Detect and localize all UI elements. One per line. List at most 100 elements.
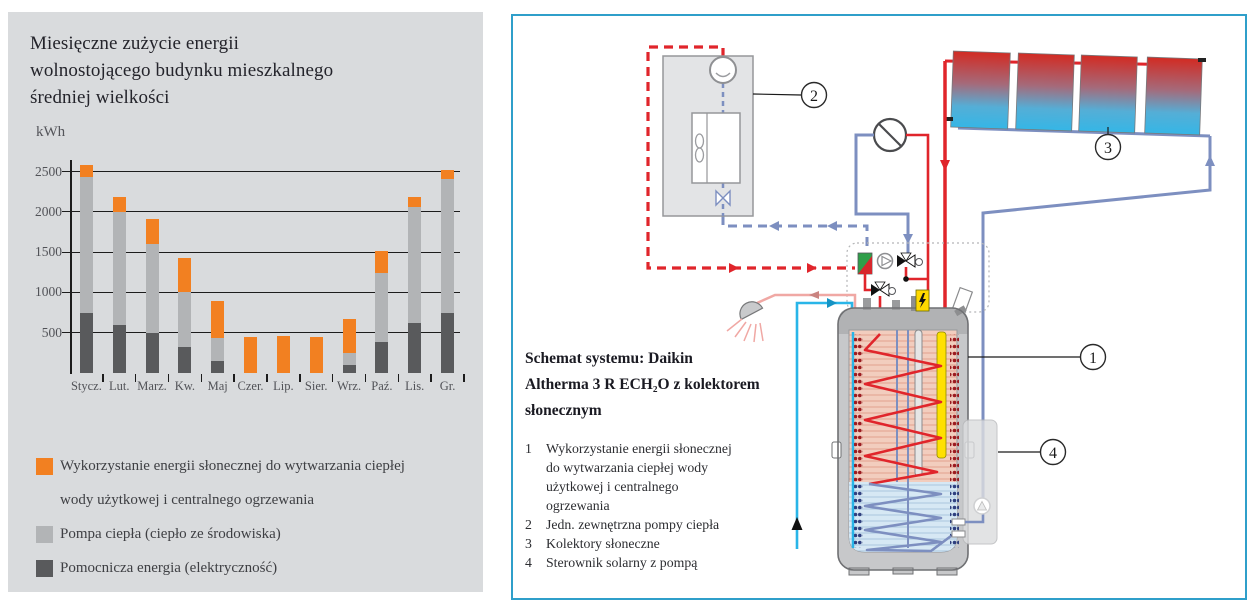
legend-label: Pompa ciepła (ciepło ze środowiska)	[60, 526, 281, 542]
electric-heater	[936, 331, 947, 459]
bar-segment	[211, 361, 225, 373]
coil-dots-right	[950, 334, 959, 482]
gridline	[62, 251, 460, 253]
chart-legend: Wykorzystanie energii słonecznej do wytw…	[36, 449, 468, 585]
month-label: Stycz.	[70, 379, 102, 393]
legend-item: Pompa ciepła (ciepło ze środowiska)	[36, 517, 468, 551]
ytick-label: 1500	[35, 244, 62, 260]
bar-segment	[112, 211, 126, 325]
x-tick	[331, 374, 334, 382]
gridline	[62, 211, 460, 213]
schema-item-text: Jedn. zewnętrzna pompy ciepła	[546, 517, 720, 532]
bar-segment	[441, 178, 455, 314]
bar-segment	[178, 347, 192, 373]
bar-segment	[211, 337, 225, 362]
schema-list-item: 2 Jedn. zewnętrzna pompy ciepła	[525, 515, 797, 534]
solar-collectors	[944, 50, 1211, 138]
month-label: Czer.	[237, 379, 264, 393]
x-tick	[463, 374, 465, 382]
hydronic-pipes	[854, 133, 930, 310]
solar-coil	[863, 482, 952, 553]
bar-segment	[79, 313, 93, 373]
bar-segment	[145, 219, 159, 245]
ytick-label: 2000	[35, 203, 62, 219]
bar-segment	[441, 313, 455, 373]
bar-segment	[375, 250, 389, 274]
month-label: Marz.	[137, 379, 167, 393]
month-label: Gr.	[439, 379, 456, 393]
schematic-diagram: 2 3	[646, 45, 1215, 576]
system-schematic-panel: 2 3	[511, 14, 1247, 600]
legend-item: Pomocnicza energia (elektryczność)	[36, 551, 468, 585]
bar-segment	[375, 273, 389, 342]
bar-segment	[342, 318, 356, 354]
y-axis-unit-label: kWh	[36, 124, 66, 140]
schema-item-text: Kolektory słoneczne	[546, 536, 660, 551]
schema-legend-list: 1 Wykorzystanie energii słonecznej do wyt…	[525, 439, 797, 572]
bar-segment	[112, 197, 126, 212]
hydro-module-outline	[846, 242, 990, 313]
month-label: Paź.	[371, 379, 393, 393]
legend-swatch	[36, 560, 53, 577]
x-tick	[233, 374, 235, 382]
bar-segment	[79, 165, 93, 178]
legend-item: Wykorzystanie energii słonecznej do wytw…	[36, 449, 468, 517]
month-label: Lis.	[405, 379, 425, 393]
legend-label: Pomocnicza energia (elektryczność)	[60, 560, 278, 576]
schema-item-text: Wykorzystanie energii słonecznej do wytw…	[546, 441, 732, 513]
ytick-label: 500	[41, 324, 62, 340]
y-axis-line	[70, 160, 72, 374]
schema-list-item: 1 Wykorzystanie energii słonecznej do wyt…	[525, 439, 797, 515]
storage-tank	[831, 296, 975, 576]
three-way-valve-a	[897, 252, 927, 282]
schema-item-number: 2	[525, 517, 532, 532]
svg-text:2: 2	[810, 88, 818, 105]
heating-coil	[863, 333, 943, 486]
x-tick	[200, 374, 203, 382]
compressor-icon	[709, 56, 737, 84]
bar-segment	[276, 336, 290, 373]
bar-segment	[408, 322, 422, 373]
bar-segment	[178, 291, 192, 348]
gridline	[62, 171, 460, 172]
energy-chart-panel: Miesięczne zużycie energii wolnostojąceg…	[8, 12, 483, 592]
electric-power-icon	[915, 289, 930, 312]
month-label: Kw.	[174, 379, 196, 393]
plate-heat-exchanger	[857, 252, 873, 275]
schema-title: Schemat systemu: Daikin Altherma 3 R ECH…	[525, 350, 760, 419]
shutoff-valve-icon	[872, 117, 908, 153]
bar-segment	[309, 336, 323, 373]
expansion-valve-icon	[715, 189, 724, 207]
solar-pump-station	[951, 419, 998, 545]
coil-dots-left	[854, 334, 863, 482]
bar-segment	[211, 300, 225, 338]
outdoor-unit	[662, 55, 754, 217]
chart-title: Miesięczne zużycie energii wolnostojąceg…	[30, 33, 334, 108]
bar-segment	[441, 169, 455, 179]
circulation-pump-icon	[876, 252, 894, 270]
refrigerant-lines	[646, 45, 869, 273]
x-tick	[299, 374, 301, 382]
bar-segment	[112, 324, 126, 373]
callout-1: 1	[968, 343, 1107, 371]
svg-text:4: 4	[1049, 445, 1057, 462]
gridline	[62, 291, 460, 293]
x-tick	[102, 374, 104, 382]
schema-item-number: 1	[525, 441, 532, 456]
bar-segment	[79, 177, 93, 314]
x-tick	[167, 374, 170, 382]
bar-segment	[342, 353, 356, 366]
month-label: Maj	[207, 379, 228, 393]
shower-icon	[726, 301, 764, 343]
bar-segment	[408, 206, 422, 323]
bar-segment	[342, 365, 356, 373]
x-tick	[266, 374, 268, 382]
x-tick	[430, 374, 432, 382]
x-tick	[134, 374, 137, 382]
schema-item-number: 3	[525, 536, 532, 551]
bar-segment	[408, 196, 422, 207]
ytick-label: 1000	[35, 284, 62, 300]
